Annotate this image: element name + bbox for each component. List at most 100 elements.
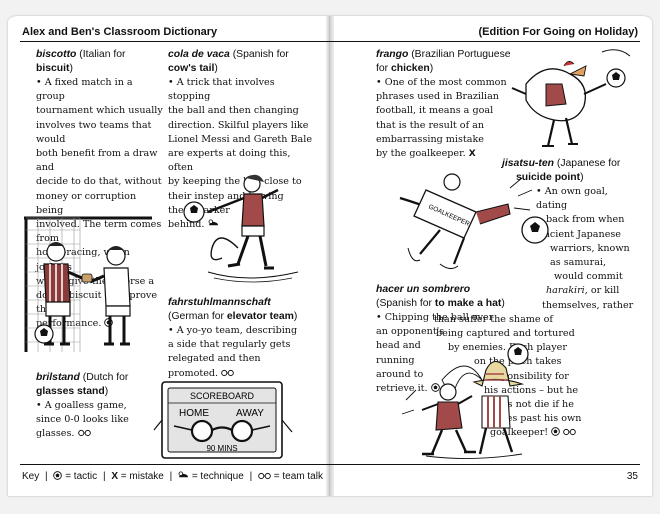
origin-close: )	[580, 172, 584, 183]
translation: biscuit	[36, 63, 70, 74]
team-talk-icon	[77, 430, 91, 437]
definition-line: • One of the most common	[376, 77, 507, 88]
page-number: 35	[626, 471, 638, 482]
translation: suicide point	[516, 172, 581, 183]
definition-line: his actions – but he	[484, 384, 579, 396]
origin-close: )	[429, 63, 434, 74]
origin: (Italian for	[79, 49, 126, 60]
headword: frango	[376, 49, 409, 60]
symbol-key: Key | = tactic | X = mistake | = techniq…	[22, 471, 323, 482]
definition-line: their instep and leaving	[168, 190, 284, 202]
definition-line: by the goalkeeper.	[376, 148, 466, 160]
origin: (Spanish for	[376, 298, 435, 309]
translation: elevator team	[226, 311, 294, 322]
definition-line: would commit	[554, 271, 623, 283]
book-title: Alex and Ben's Classroom Dictionary	[22, 26, 218, 38]
definition-line: the ball and then changing	[168, 105, 299, 117]
mistake-icon: X	[111, 471, 118, 482]
definition-line: are experts at doing this, often	[168, 148, 291, 174]
definition-line: • A goalless game,	[36, 400, 127, 411]
definition-line: tournament which usually	[36, 105, 163, 117]
definition-line: that is the result of an	[376, 119, 485, 131]
translation: chicken	[391, 63, 430, 74]
scoreboard-illustration: SCOREBOARD HOME AWAY 90 MINS	[153, 381, 293, 459]
origin-close: )	[214, 63, 218, 74]
definition-line: involves two teams that would	[36, 119, 152, 145]
chicken-goalkeeper-illustration	[511, 49, 631, 147]
glasses-lens-left	[190, 419, 214, 443]
origin: (German for	[168, 311, 227, 322]
definition-line: goalkeeper!	[490, 427, 549, 439]
definition-line: football, it means a goal	[376, 105, 494, 117]
tactic-icon	[551, 427, 561, 437]
technique-icon	[178, 471, 189, 478]
cow-tail-player-illustration	[183, 174, 299, 283]
footer-rule	[20, 464, 640, 465]
headword: biscotto	[36, 49, 77, 60]
headword: cola de vaca	[168, 49, 230, 60]
definition-line: • An own goal, dating	[536, 186, 608, 212]
header-rule	[20, 41, 640, 42]
book-gutter	[326, 16, 334, 496]
definition-line: as samurai,	[550, 257, 607, 269]
key-team-talk-label: = team talk	[273, 471, 323, 482]
tactic-icon	[53, 471, 63, 480]
definition-line: , or kill	[584, 285, 620, 297]
origin: (Spanish for	[232, 49, 289, 60]
translation: glasses stand	[36, 386, 105, 397]
translation: to make a hat	[434, 298, 502, 309]
definition-line: Lionel Messi and Gareth Bale	[168, 133, 312, 145]
definition-line: around to	[376, 368, 424, 380]
definition-line: embarrassing mistake	[376, 133, 484, 145]
origin: (Japanese for	[556, 158, 621, 169]
diving-goalkeeper-illustration: GOALKEEPER	[399, 173, 549, 270]
definition: • A goalless game, since 0-0 looks like …	[36, 399, 146, 442]
definition-line: • A fixed match in a group	[36, 77, 133, 103]
definition: • Chipping the ball over an opponent's h…	[376, 311, 526, 396]
entry-frango: frango (Brazilian Portuguese for chicken…	[376, 48, 516, 161]
team-talk-icon	[258, 472, 271, 480]
definition-line: behind.	[168, 219, 205, 231]
definition-line: both benefit from a draw and	[36, 148, 158, 174]
definition: • A yo-yo team, describing a side that r…	[168, 324, 323, 381]
headword: fahrstuhlmannschaft	[168, 297, 271, 308]
scoreboard-home: HOME	[179, 408, 209, 419]
sombrero-players-illustration	[401, 343, 529, 460]
definition-line: back from when	[546, 214, 625, 226]
origin: (Dutch for	[82, 372, 129, 383]
technique-icon	[208, 219, 218, 226]
headword: brilstand	[36, 372, 80, 383]
definition-line: does not die if he	[490, 399, 574, 411]
definition-line: themselves, rather	[542, 299, 634, 311]
definition-line: running	[376, 354, 415, 366]
origin-close: )	[104, 386, 109, 397]
headword: hacer un sombrero	[376, 284, 471, 295]
glasses-lens-right	[230, 419, 254, 443]
definition-line: responsibility for	[486, 370, 569, 382]
definition-line: glasses.	[36, 428, 75, 440]
entry-jisatsu-ten: jisatsu-ten (Japanese for suicide point)…	[430, 157, 640, 441]
definition-line: involved. The term comes from	[36, 219, 162, 245]
definition-line: being captured and tortured	[436, 328, 575, 340]
definition-line: direction. Skilful players like	[168, 119, 309, 131]
definition: • An own goal, dating back from when anc…	[430, 185, 640, 441]
key-label: Key	[22, 471, 40, 482]
definition-line: • Chipping the ball over	[376, 312, 494, 323]
edition-title: (Edition For Going on Holiday)	[478, 26, 638, 38]
origin: for	[376, 63, 392, 74]
origin-close: )	[501, 298, 505, 309]
definition-line: money or corruption being	[36, 190, 137, 216]
definition-line: harakiri	[546, 285, 585, 297]
origin-close: )	[293, 311, 298, 322]
definition-line: an opponent's	[376, 326, 445, 338]
definition-line: head and	[376, 340, 421, 352]
definition-line: decide to do that, without	[36, 176, 162, 188]
mistake-icon: X	[468, 149, 476, 160]
tactic-icon	[430, 383, 440, 392]
goal-players-illustration	[24, 216, 152, 352]
translation: cow's tail	[168, 63, 215, 74]
definition-line: phrases used in Brazilian	[376, 91, 499, 103]
definition-line: relegated and then	[168, 353, 261, 365]
definition-line: a side that regularly gets	[168, 339, 291, 351]
